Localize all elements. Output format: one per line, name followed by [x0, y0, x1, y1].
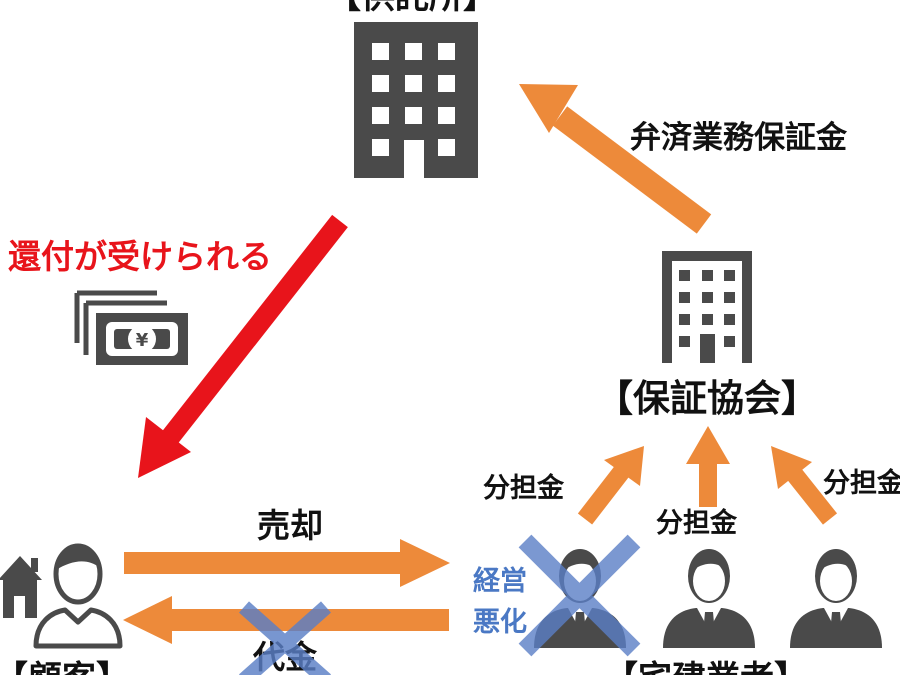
refund-label: 還付が受けられる — [8, 237, 272, 276]
share-right-label: 分担金 — [823, 467, 900, 499]
arrow-share-left — [577, 446, 644, 525]
arrow-refund — [138, 214, 348, 478]
yen-banknote-icon: ¥ — [74, 290, 188, 365]
business-deterioration-line1: 経営 — [473, 565, 527, 597]
svg-text:¥: ¥ — [136, 330, 149, 351]
sale-label: 売却 — [257, 506, 323, 545]
arrow-sale — [124, 539, 450, 587]
guarantee-association-label: 【保証協会】 — [596, 377, 818, 420]
depository-label: 【供託所】 — [327, 0, 497, 17]
share-center-label: 分担金 — [656, 507, 738, 539]
guarantee-association-building-icon — [662, 251, 752, 363]
arrow-share-center — [686, 426, 730, 507]
arrow-share-right — [771, 446, 838, 525]
broker-failure-cross-mark-icon — [518, 534, 641, 657]
share-left-label: 分担金 — [483, 472, 565, 504]
business-deterioration-line2: 悪化 — [473, 607, 527, 638]
customer-person-icon — [33, 543, 123, 649]
depository-building-icon — [354, 22, 478, 178]
broker-2-businessman-icon — [663, 549, 755, 648]
arrow-repayment-guarantee — [519, 84, 712, 234]
repayment-guarantee-label: 弁済業務保証金 — [630, 120, 848, 156]
brokers-label: 【宅建業者】 — [604, 659, 808, 675]
customer-label: 【顧客】 — [0, 659, 130, 675]
broker-3-businessman-icon — [790, 549, 882, 648]
house-icon — [0, 556, 42, 618]
payment-cross-mark-icon — [239, 601, 331, 675]
